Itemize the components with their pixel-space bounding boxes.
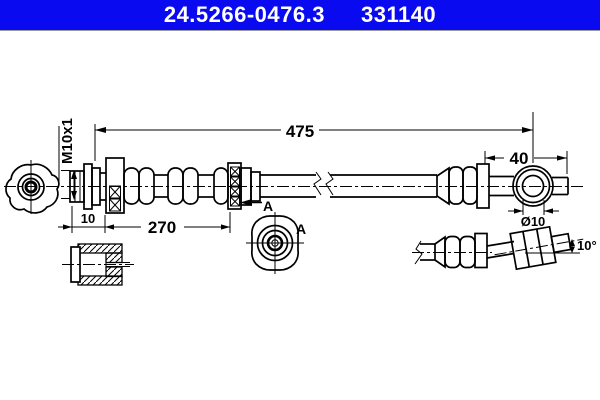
hatch-bottom (77, 275, 123, 286)
middle-fitting (227, 162, 261, 210)
flare (436, 166, 450, 206)
dimension-270: 270 (148, 212, 231, 237)
hatch-right-bottom (105, 266, 123, 278)
section-marker-label: A (263, 198, 273, 214)
break-symbol (414, 240, 423, 265)
right-fitting (436, 163, 569, 209)
arrowhead (514, 208, 523, 214)
section-arrow-a: A (240, 198, 273, 214)
dimension-40: 40 (484, 149, 568, 174)
angled-end-view: 10° (412, 225, 597, 271)
collar (91, 167, 101, 206)
angled-centerline (494, 238, 584, 256)
arrowhead (522, 127, 533, 133)
hatch-top (77, 243, 123, 254)
break-symbol (313, 171, 322, 196)
arrowhead (569, 239, 575, 246)
end-view-outline (5, 163, 60, 214)
crimp-sleeve (476, 163, 490, 209)
brake-hose-side-view (69, 157, 569, 214)
arrowhead (221, 224, 230, 230)
dimension-hole-diameter: Ø10 (508, 200, 559, 229)
arrowhead (63, 224, 72, 230)
thread-spec-label: M10x1 (59, 118, 76, 164)
dim-10-label: 10 (81, 211, 95, 226)
bend-angle-label: 10° (577, 238, 597, 253)
catalog-number: 331140 (360, 2, 437, 27)
view-a: A (246, 212, 306, 274)
arrowhead (71, 191, 77, 200)
arrowhead (240, 199, 252, 206)
crimp-mark (109, 185, 121, 199)
arrowhead (544, 208, 553, 214)
arrowhead (569, 246, 575, 253)
flare (434, 235, 446, 269)
dimension-thread-m10x1: M10x1 (58, 118, 77, 200)
arrowhead (95, 127, 106, 133)
crimp-mark (109, 198, 121, 212)
left-fitting (69, 157, 125, 214)
banjo-eyelet-hole (521, 174, 545, 198)
dimension-angle-10deg: 10° (569, 238, 597, 253)
collar (250, 171, 261, 202)
hole-diameter-label: Ø10 (521, 214, 546, 229)
banjo-eyelet-outer (512, 165, 554, 207)
hose-corrugation (123, 167, 229, 205)
straight-hose (260, 171, 437, 198)
arrowhead (485, 155, 495, 161)
banjo-eyelet-ring (515, 168, 551, 204)
left-fitting-end-view (5, 160, 60, 214)
dim-40-label: 40 (510, 149, 529, 168)
dimension-10: 10 (58, 206, 141, 233)
title-bar: 24.5266-0476.3 331140 (0, 0, 600, 31)
crimp-sleeve (474, 232, 488, 269)
arrowhead (105, 224, 114, 230)
view-a-outline (250, 215, 300, 271)
arrowhead (557, 155, 567, 161)
hatch-right-top (105, 252, 123, 264)
dim-475-label: 475 (286, 122, 314, 141)
part-number: 24.5266-0476.3 (163, 2, 325, 27)
dim-270-label: 270 (148, 218, 176, 237)
dimension-overall-475: 475 (94, 112, 534, 163)
bracket-cross-section (62, 243, 134, 286)
arrowhead (71, 170, 77, 179)
angled-fitting-block (494, 225, 584, 271)
view-a-label: A (296, 221, 306, 237)
